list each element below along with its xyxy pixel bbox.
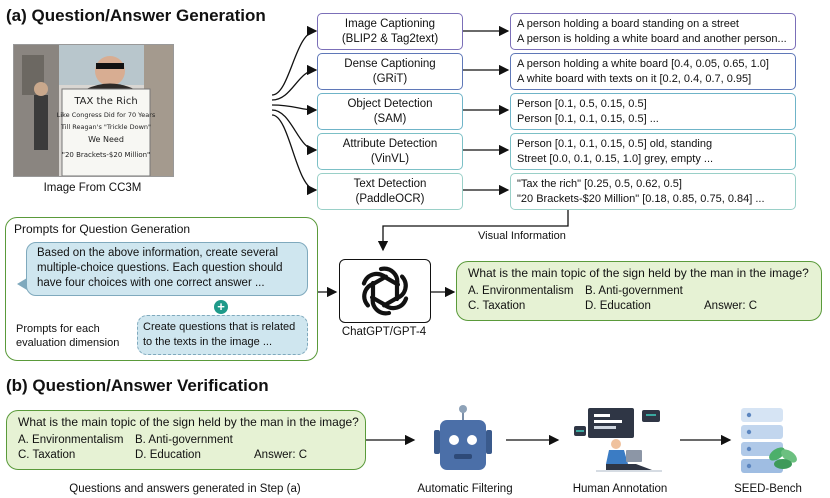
output-line: A person holding a white board [0.4, 0.0… [517, 58, 769, 70]
prompt-line: multiple-choice questions. Each question… [37, 262, 283, 274]
seed-bench-label: SEED-Bench [734, 483, 802, 495]
output-line: A white board with texts on it [0.2, 0.4… [517, 73, 752, 85]
model-box-image-captioning: Image Captioning (BLIP2 & Tag2text) [317, 13, 463, 50]
arrow-to-captioning [271, 25, 318, 96]
output-line: Person [0.1, 0.1, 0.15, 0.5] old, standi… [517, 138, 713, 150]
seed-bench-server-icon [737, 406, 799, 474]
bubble-tail [17, 278, 27, 290]
arrow-to-dense [271, 64, 318, 101]
output-line: A person is holding a white board and an… [517, 33, 787, 45]
qa-answer: Answer: C [704, 300, 758, 312]
prompt-line: have four choices with one correct answe… [37, 277, 265, 289]
prompts-title: Prompts for Question Generation [14, 222, 191, 236]
dimension-label-line: evaluation dimension [16, 337, 120, 349]
sign-line-4: We Need [88, 135, 124, 144]
model-box-text-detection: Text Detection (PaddleOCR) [317, 173, 463, 210]
output-box-attribute-detection: Person [0.1, 0.1, 0.15, 0.5] old, standi… [510, 133, 796, 170]
model-sub: (VinVL) [370, 153, 410, 165]
arrow-to-attribute [271, 109, 318, 156]
qa-choice-c: C. Taxation [18, 449, 76, 461]
visual-information-label: Visual Information [478, 230, 566, 242]
qa-answer: Answer: C [254, 449, 308, 461]
model-name: Attribute Detection [342, 138, 438, 150]
arrow-to-text [271, 114, 318, 196]
cc3m-photo: TAX the Rich Like Congress Did for 70 Ye… [13, 44, 174, 177]
qa-choice-b: B. Anti-government [135, 434, 233, 446]
output-box-text-detection: "Tax the rich" [0.25, 0.5, 0.62, 0.5] "2… [510, 173, 796, 210]
model-sub: (GRiT) [372, 73, 408, 85]
output-box-dense-captioning: A person holding a white board [0.4, 0.0… [510, 53, 796, 90]
qa-choice-a: A. Environmentalism [468, 285, 574, 297]
sign-line-1: TAX the Rich [73, 96, 137, 107]
output-line: Person [0.1, 0.5, 0.15, 0.5] [517, 98, 647, 110]
output-box-object-detection: Person [0.1, 0.5, 0.15, 0.5] Person [0.1… [510, 93, 796, 130]
output-box-image-captioning: A person holding a board standing on a s… [510, 13, 796, 50]
generated-qa-box: What is the main topic of the sign held … [456, 261, 822, 321]
model-name: Object Detection [347, 98, 433, 110]
output-line: "20 Brackets-$20 Million" [0.18, 0.85, 0… [517, 193, 765, 205]
model-name: Image Captioning [344, 18, 436, 30]
chatgpt-logo [339, 259, 431, 323]
section-b-title: (b) Question/Answer Verification [6, 376, 269, 395]
human-annotation-label: Human Annotation [572, 483, 668, 495]
prompt-bubble: Based on the above information, create s… [26, 242, 308, 296]
qa-choice-a: A. Environmentalism [18, 434, 124, 446]
output-line: Street [0.0, 0.1, 0.15, 1.0] grey, empty… [517, 153, 714, 165]
sign-line-5: "20 Brackets-$20 Million" [62, 151, 151, 159]
arrow-to-object [271, 104, 318, 116]
model-sub: (SAM) [373, 113, 407, 125]
qa-choice-d: D. Education [585, 300, 651, 312]
prompt-line: Based on the above information, create s… [37, 247, 279, 259]
output-line: A person holding a board standing on a s… [517, 18, 739, 30]
image-caption: Image From CC3M [43, 182, 142, 194]
model-box-object-detection: Object Detection (SAM) [317, 93, 463, 130]
step-a-qa-box: What is the main topic of the sign held … [6, 410, 366, 470]
model-name: Dense Captioning [344, 58, 436, 70]
model-sub: (BLIP2 & Tag2text) [341, 33, 439, 45]
qa-question: What is the main topic of the sign held … [468, 266, 809, 280]
dimension-label-line: Prompts for each [16, 323, 100, 335]
output-line: "Tax the rich" [0.25, 0.5, 0.62, 0.5] [517, 178, 682, 190]
sign-line-3: Till Reagan's "Trickle Down" [60, 123, 151, 131]
model-name: Text Detection [353, 178, 427, 190]
robot-icon [430, 404, 496, 474]
llm-label: ChatGPT/GPT-4 [341, 326, 427, 338]
section-a-title: (a) Question/Answer Generation [6, 6, 266, 25]
prompts-panel: Prompts for Question Generation Based on… [5, 217, 318, 361]
model-box-attribute-detection: Attribute Detection (VinVL) [317, 133, 463, 170]
qa-choice-d: D. Education [135, 449, 201, 461]
dimension-prompt-line: to the texts in the image ... [143, 336, 273, 348]
plus-icon: + [214, 300, 228, 314]
qa-question: What is the main topic of the sign held … [18, 415, 359, 429]
human-annotation-illustration [566, 404, 676, 474]
arrow-visual-info [377, 209, 569, 252]
automatic-filtering-label: Automatic Filtering [417, 483, 513, 495]
output-line: Person [0.1, 0.1, 0.15, 0.5] ... [517, 113, 659, 125]
dimension-prompt-line: Create questions that is related [143, 321, 296, 333]
qa-choice-b: B. Anti-government [585, 285, 683, 297]
step-caption: Questions and answers generated in Step … [69, 483, 301, 495]
model-sub: (PaddleOCR) [355, 193, 425, 205]
qa-choice-c: C. Taxation [468, 300, 526, 312]
sign-line-2: Like Congress Did for 70 Years [57, 111, 156, 119]
dimension-prompt-bubble: Create questions that is related to the … [137, 315, 308, 355]
model-box-dense-captioning: Dense Captioning (GRiT) [317, 53, 463, 90]
